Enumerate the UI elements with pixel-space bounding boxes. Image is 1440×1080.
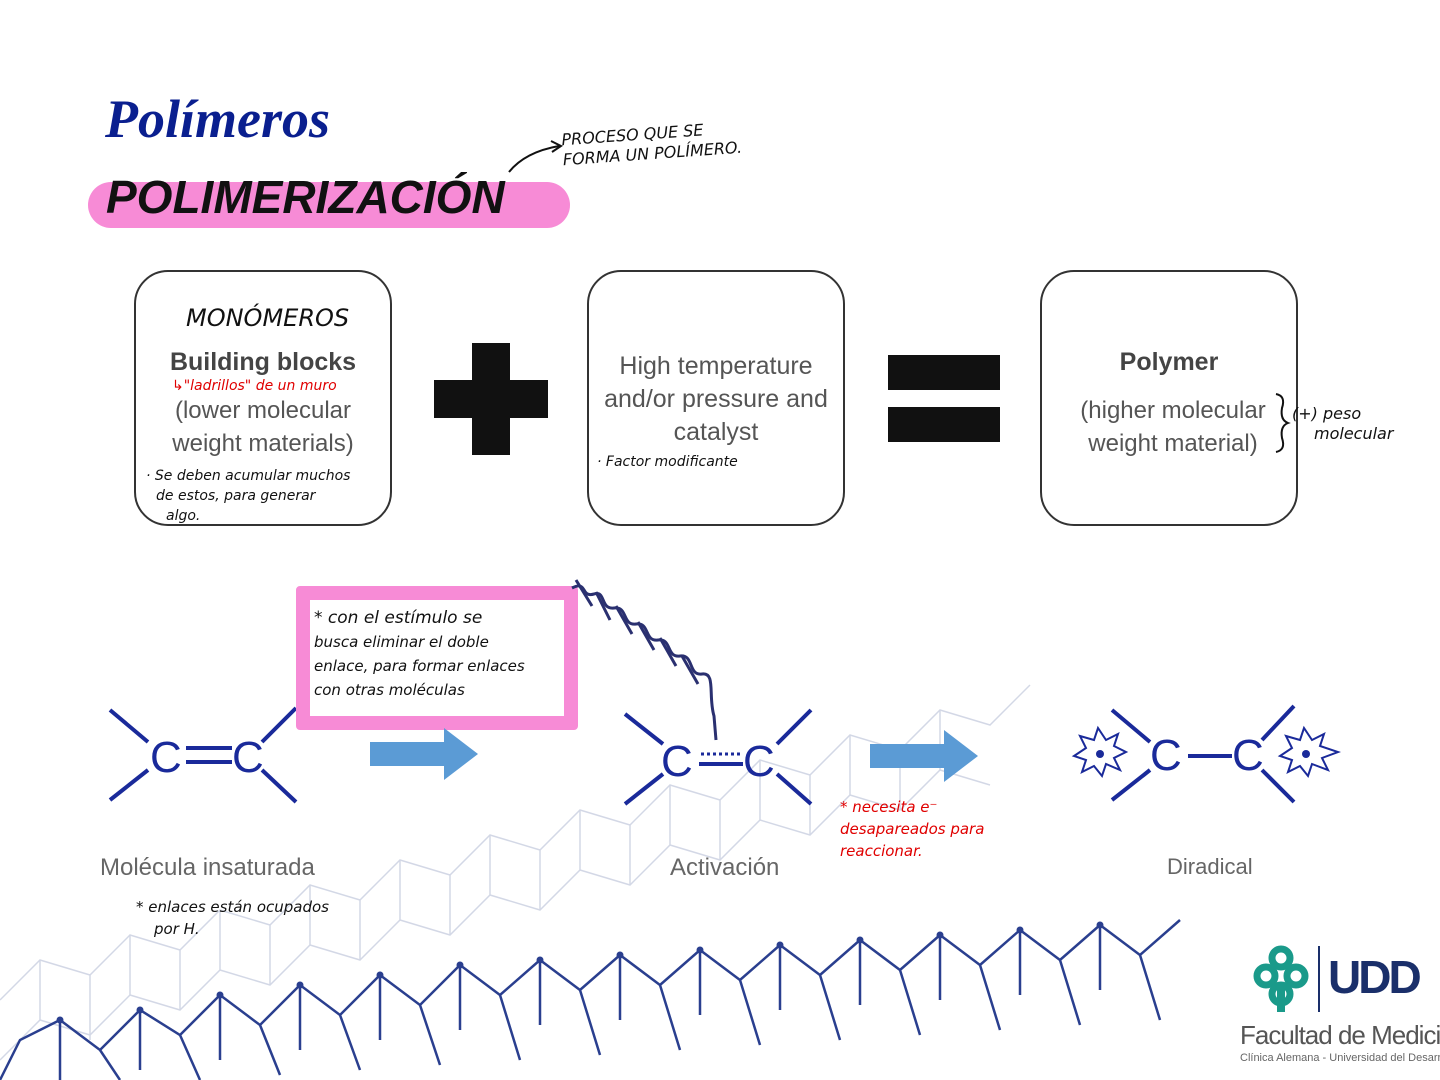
polymer-note-line: (+) peso	[1292, 404, 1362, 423]
atom-c-right: C	[232, 733, 264, 782]
polymer-note: (+) peso molecular	[1292, 404, 1393, 444]
caption-diradical: Diradical	[1167, 854, 1253, 879]
slide-subtitle: POLIMERIZACIÓN	[106, 171, 505, 223]
slide-title: Polímeros	[105, 89, 330, 149]
udd-logo: UDD	[1328, 951, 1422, 1003]
unsaturated-note-line: * enlaces están ocupados	[136, 898, 329, 916]
monomer-body-line: (lower molecular	[174, 397, 352, 424]
conditions-body: High temperature and/or pressure and cat…	[589, 350, 843, 449]
activated-molecule: C C	[623, 708, 813, 806]
monomer-body: (lower molecular weight materials)	[136, 394, 390, 460]
stimulus-note-line: busca eliminar el doble	[314, 633, 489, 651]
monomer-note-line: de estos, para generar	[156, 488, 316, 504]
polymer-body: (higher molecular weight material)	[1042, 394, 1304, 460]
energy-wave-icon	[571, 579, 718, 741]
monomer-note-line: · Se deben acumular muchos	[146, 468, 351, 484]
subtitle-highlight	[88, 182, 570, 228]
polymer-note-line: molecular	[1314, 424, 1394, 443]
caption-unsaturated: Molécula insaturada	[100, 854, 315, 881]
reaction-arrow-icon	[370, 728, 478, 780]
radical-star-icon	[1277, 725, 1341, 779]
reaction-arrow-icon	[870, 730, 978, 782]
unsaturated-molecule: C C	[108, 706, 298, 804]
stimulus-note-line: enlace, para formar enlaces	[314, 657, 525, 675]
stimulus-note-line: con otras moléculas	[314, 681, 465, 699]
atom-c-left: C	[150, 733, 182, 782]
monomer-heading: Building blocks	[169, 348, 357, 376]
stimulus-note-line: * con el estímulo se	[314, 608, 483, 628]
conditions-body-line: and/or pressure and	[604, 385, 828, 413]
stimulus-note: * con el estímulo se busca eliminar el d…	[314, 606, 525, 702]
logo-divider	[1318, 946, 1320, 1012]
atom-c-left-active: C	[661, 737, 693, 786]
polymer-box: Polymer (higher molecular weight materia…	[1040, 270, 1298, 526]
monomer-note: · Se deben acumular muchos de estos, par…	[146, 466, 350, 526]
activation-note-line: * necesita e⁻	[840, 798, 938, 816]
monomer-box: MONÓMEROS Building blocks ↳"ladrillos" d…	[134, 270, 392, 526]
diradical-molecule: C C	[1071, 704, 1341, 804]
atom-c-right-active: C	[743, 737, 775, 786]
brace-icon	[1275, 393, 1291, 453]
activation-note-line: desapareados para	[840, 820, 985, 838]
unsaturated-note-line: por H.	[154, 920, 200, 938]
monomer-annotation: MONÓMEROS	[186, 304, 350, 332]
plus-icon	[434, 343, 548, 455]
monomer-note-line: algo.	[166, 508, 201, 524]
stimulus-note-box: * con el estímulo se busca eliminar el d…	[296, 586, 578, 730]
clinic-logo-icon	[1253, 945, 1309, 1012]
unsaturated-note: * enlaces están ocupados por H.	[136, 896, 329, 940]
polymer-body-line: (higher molecular	[1080, 397, 1266, 424]
polymer-heading: Polymer	[1119, 348, 1219, 376]
polymer-body-line: weight material)	[1088, 430, 1258, 457]
conditions-note: · Factor modificante	[597, 454, 738, 470]
conditions-box: High temperature and/or pressure and cat…	[587, 270, 845, 526]
conditions-body-line: catalyst	[673, 418, 759, 446]
conditions-body-line: High temperature	[619, 352, 813, 380]
activation-note: * necesita e⁻ desapareados para reaccion…	[840, 796, 984, 862]
activation-note-line: reaccionar.	[840, 842, 923, 860]
radical-star-icon	[1071, 725, 1129, 779]
monomer-body-line: weight materials)	[172, 430, 354, 457]
caption-activation: Activación	[670, 854, 780, 881]
institution-name: Clínica Alemana - Universidad del Desarr…	[1240, 1052, 1440, 1064]
equals-icon	[888, 355, 1000, 442]
note-arrow-icon	[508, 140, 563, 173]
atom-c-right-radical: C	[1232, 731, 1264, 780]
faculty-name: Facultad de Medicina	[1240, 1020, 1440, 1050]
atom-c-left-radical: C	[1150, 731, 1182, 780]
monomer-heading-note: ↳"ladrillos" de un muro	[172, 378, 337, 394]
